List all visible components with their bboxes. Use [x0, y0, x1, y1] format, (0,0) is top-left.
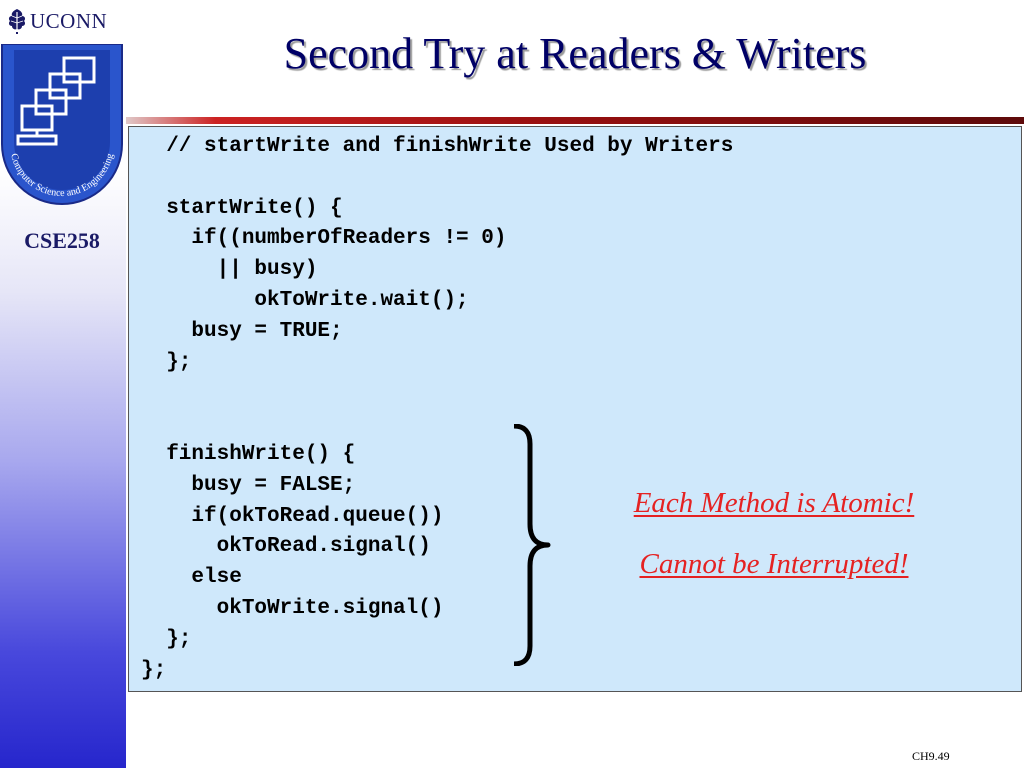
atomic-note: Each Method is Atomic! [633, 487, 915, 519]
slide-title: Second Try at Readers & Writers [283, 29, 867, 78]
curly-brace [513, 424, 551, 666]
computer-stack-icon [16, 56, 96, 146]
code-line: }; [141, 627, 192, 651]
title-divider [126, 117, 1024, 124]
uconn-brand: UCONN [6, 6, 126, 36]
sidebar: UCONN Computer Science and Engineering C… [0, 0, 126, 768]
course-code: CSE258 [24, 228, 100, 253]
oak-leaf-icon [8, 9, 26, 34]
brand-name: UCONN [30, 8, 108, 33]
code-line: okToRead.signal() [141, 535, 431, 559]
code-line: busy = TRUE; [141, 319, 343, 343]
code-line: }; [141, 658, 167, 682]
code-line: || busy) [141, 258, 318, 282]
code-line: okToWrite.wait(); [141, 288, 469, 312]
code-line: finishWrite() { [141, 442, 356, 466]
code-block: // startWrite and finishWrite Used by Wr… [141, 132, 733, 686]
interrupt-note: Cannot be Interrupted! [639, 548, 909, 580]
page-number: CH9.49 [912, 749, 950, 763]
code-line: }; [141, 350, 192, 374]
code-line: if((numberOfReaders != 0) [141, 227, 507, 251]
code-line: // startWrite and finishWrite Used by Wr… [141, 135, 734, 158]
code-line: else [141, 566, 242, 590]
code-line: if(okToRead.queue()) [141, 504, 444, 528]
code-panel: // startWrite and finishWrite Used by Wr… [128, 126, 1022, 692]
code-line: busy = FALSE; [141, 473, 356, 497]
code-line: startWrite() { [141, 196, 343, 220]
code-line: okToWrite.signal() [141, 596, 444, 620]
department-logo: Computer Science and Engineering [0, 44, 123, 205]
